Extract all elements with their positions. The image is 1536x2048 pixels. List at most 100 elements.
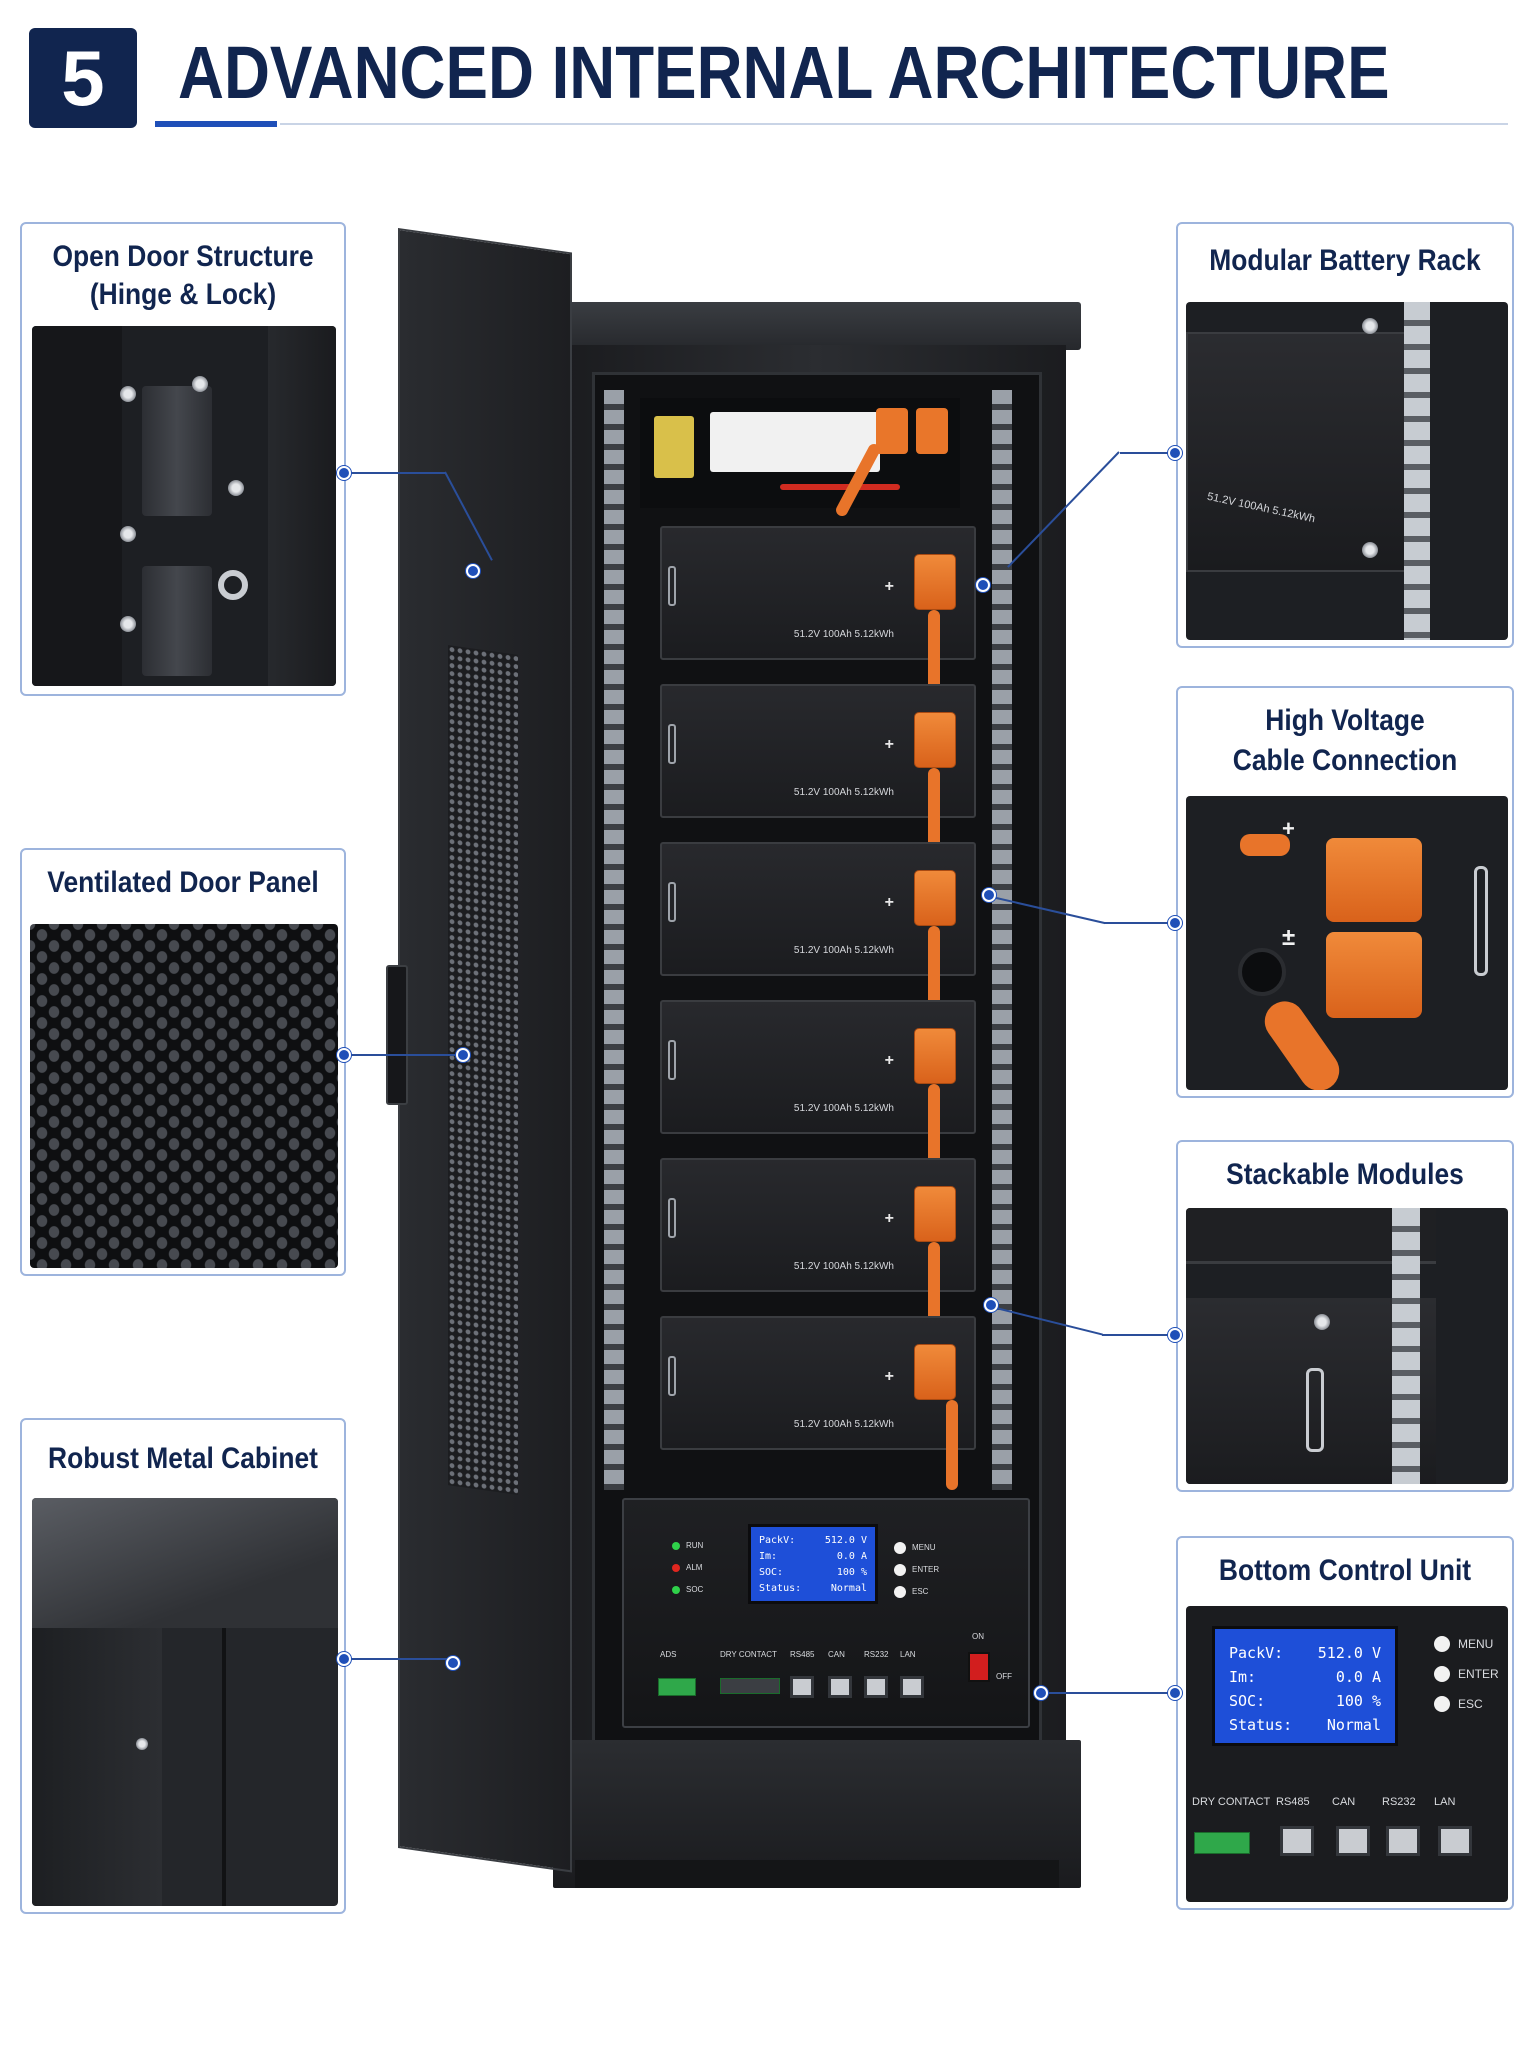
hex-mesh-photo: [30, 924, 338, 1268]
lcd-value: 100 %: [836, 1567, 867, 1578]
lcd-value: 512.0 V: [824, 1535, 867, 1546]
menu-button-label: MENU: [1458, 1637, 1494, 1651]
lcd-value: 0.0 A: [1335, 1668, 1381, 1686]
leader-dot: [337, 1652, 351, 1666]
breaker-strip: [710, 412, 880, 472]
esc-button[interactable]: [894, 1586, 906, 1598]
rack-rail: [1392, 1208, 1420, 1484]
hv-connector: [914, 1028, 956, 1084]
lower-hinge: [142, 566, 212, 676]
positive-terminal-label: +: [884, 894, 894, 911]
can-port[interactable]: [828, 1676, 852, 1698]
rack-module: [1186, 332, 1422, 572]
module-handle: [1306, 1368, 1324, 1452]
door-edge: [32, 326, 122, 686]
leader-dot: [1168, 916, 1182, 930]
door-handle[interactable]: [386, 965, 408, 1105]
leader-dot: [337, 466, 351, 480]
port-label: CAN: [828, 1650, 845, 1659]
lcd-row: Status:Normal: [1229, 1713, 1381, 1737]
lan-port[interactable]: [1438, 1826, 1472, 1856]
leader-line: [346, 1658, 458, 1660]
rs232-port[interactable]: [1386, 1826, 1420, 1856]
module-handle[interactable]: [668, 1356, 676, 1396]
callout-open-door: Open Door Structure (Hinge & Lock): [20, 222, 346, 696]
panel-seam: [222, 1628, 226, 1906]
leader-dot: [466, 564, 480, 578]
hv-connector: [914, 1344, 956, 1400]
lcd-label: Status:: [1229, 1716, 1293, 1734]
module-handle[interactable]: [668, 882, 676, 922]
breaker-panel: [640, 398, 960, 508]
left-rack-rail: [604, 390, 624, 1490]
module-handle[interactable]: [668, 724, 676, 764]
screw-icon: [192, 376, 208, 392]
menu-button[interactable]: [1434, 1636, 1450, 1652]
callout-modular-rack: Modular Battery Rack 51.2V 100Ah 5.12kWh: [1176, 222, 1514, 648]
screw-icon: [120, 526, 136, 542]
callout-title: Open Door Structure: [52, 240, 314, 273]
callout-stackable: Stackable Modules: [1176, 1140, 1514, 1492]
lcd-label: Im:: [1229, 1668, 1257, 1686]
leader-dot: [1168, 1328, 1182, 1342]
screw-icon: [1362, 542, 1378, 558]
callout-title: Ventilated Door Panel: [47, 866, 319, 899]
menu-button[interactable]: [894, 1542, 906, 1554]
positive-terminal-label: +: [884, 578, 894, 595]
cabinet-frame: [268, 326, 336, 686]
can-port[interactable]: [1336, 1826, 1370, 1856]
hv-connector: [914, 1186, 956, 1242]
leader-line: [1102, 1334, 1176, 1336]
leader-dot: [984, 1298, 998, 1312]
cabinet-foot: [575, 1860, 1059, 1888]
port-label: RS232: [1382, 1796, 1416, 1808]
enter-button[interactable]: [894, 1564, 906, 1576]
esc-button[interactable]: [1434, 1696, 1450, 1712]
orange-plug: [1240, 834, 1290, 856]
screw-icon: [136, 1738, 148, 1750]
enter-button[interactable]: [1434, 1666, 1450, 1682]
lock-ring-icon: [218, 570, 248, 600]
module-spec-label: 51.2V 100Ah 5.12kWh: [793, 945, 894, 956]
power-switch-off-label: OFF: [996, 1672, 1012, 1681]
hinge-lock-photo: [32, 326, 336, 686]
leader-dot: [1034, 1686, 1048, 1700]
lcd-label: Status:: [759, 1583, 802, 1594]
module-spec-label: 51.2V 100Ah 5.12kWh: [793, 1103, 894, 1114]
menu-button-label: MENU: [912, 1543, 936, 1552]
leader-line: [346, 1054, 458, 1056]
positive-terminal-label: +: [884, 1210, 894, 1227]
esc-button-label: ESC: [912, 1587, 929, 1596]
callout-title: Bottom Control Unit: [1218, 1554, 1472, 1587]
power-switch-on-label: ON: [972, 1632, 984, 1641]
rack-photo: 51.2V 100Ah 5.12kWh: [1186, 302, 1508, 640]
step-number: 5: [61, 33, 105, 122]
module-spec-label: 51.2V 100Ah 5.12kWh: [793, 1419, 894, 1430]
module-handle[interactable]: [668, 1040, 676, 1080]
callout-title: Stackable Modules: [1226, 1158, 1464, 1191]
leader-dot: [456, 1048, 470, 1062]
callout-hv-cable: High Voltage Cable Connection + ±: [1176, 686, 1514, 1098]
hv-connector: [914, 870, 956, 926]
power-switch[interactable]: [968, 1652, 990, 1682]
esc-button-label: ESC: [1458, 1697, 1483, 1711]
callout-title: Modular Battery Rack: [1209, 244, 1481, 277]
rs232-port[interactable]: [864, 1676, 888, 1698]
port-label: DRY CONTACT: [720, 1650, 777, 1659]
module-handle[interactable]: [668, 566, 676, 606]
fuse-holder: [654, 416, 694, 478]
callout-robust-cabinet: Robust Metal Cabinet: [20, 1418, 346, 1914]
lcd-value: 512.0 V: [1317, 1644, 1381, 1662]
status-led-label: ALM: [686, 1563, 703, 1572]
lcd-row: PackV:512.0 V: [1229, 1641, 1381, 1665]
positive-terminal-label: +: [884, 736, 894, 753]
lan-port[interactable]: [900, 1676, 924, 1698]
rs485-port[interactable]: [1280, 1826, 1314, 1856]
screw-icon: [228, 480, 244, 496]
module-spec-label: 51.2V 100Ah 5.12kWh: [793, 1261, 894, 1272]
leader-line: [1040, 1692, 1176, 1694]
rs485-port[interactable]: [790, 1676, 814, 1698]
module-handle[interactable]: [668, 1198, 676, 1238]
